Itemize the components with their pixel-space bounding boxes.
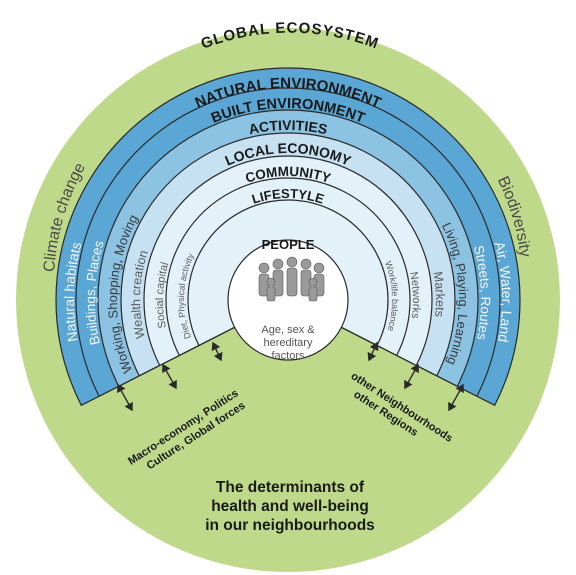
arrowhead <box>404 379 413 390</box>
ring-title-activities: ACTIVITIES <box>247 117 329 137</box>
diagram-caption: The determinants of health and well-bein… <box>170 478 410 535</box>
arrowhead <box>117 383 126 394</box>
arrow-left-2 <box>162 363 177 390</box>
arrowhead <box>410 363 419 374</box>
people-line-1: Age, sex & <box>261 324 315 336</box>
arrowhead <box>448 401 457 412</box>
ring-title-community: COMMUNITY <box>244 164 333 186</box>
arrowhead <box>369 341 379 352</box>
arrowhead <box>124 401 133 412</box>
ring-right-label-3: Markets <box>431 271 448 318</box>
arrows-group <box>117 341 464 412</box>
arrowhead <box>367 351 377 362</box>
arrow-left-3 <box>211 341 223 362</box>
people-line-2: hereditary <box>264 337 313 349</box>
people-title: PEOPLE <box>262 237 315 252</box>
arrowhead <box>211 341 221 352</box>
arrowhead <box>455 383 464 394</box>
ring-title-lifestyle: LIFESTYLE <box>250 186 326 207</box>
arrowhead <box>168 379 177 390</box>
arrow-right-1 <box>367 341 379 362</box>
arrow-right-2 <box>404 363 419 390</box>
caption-line-1: The determinants of <box>215 479 365 496</box>
arrowhead <box>162 363 171 374</box>
caption-line-2: health and well-being <box>211 498 369 515</box>
arrow-right-3 <box>448 383 464 412</box>
arrowhead <box>213 351 223 362</box>
caption-line-3: in our neighbourhoods <box>205 517 375 534</box>
arrow-left-1 <box>117 383 133 412</box>
people-line-3: factors <box>271 350 305 362</box>
people-group-icon <box>258 256 325 302</box>
